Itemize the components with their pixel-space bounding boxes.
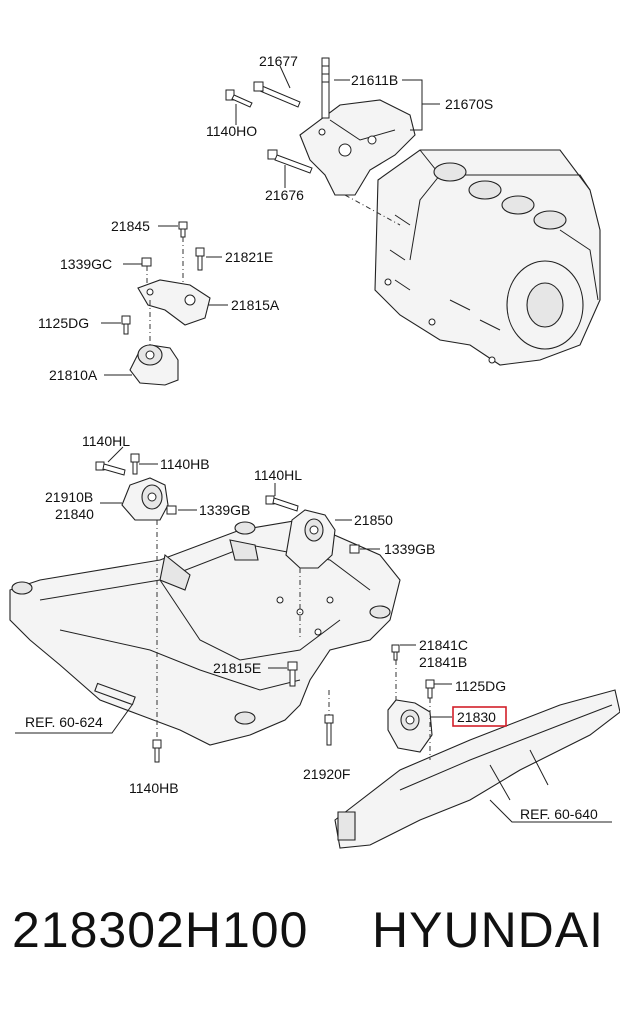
stud-21611B xyxy=(321,57,330,119)
label-21677: 21677 xyxy=(259,53,298,69)
label-21920F: 21920F xyxy=(303,766,350,782)
label-1140HL-left: 1140HL xyxy=(82,433,130,449)
label-1125DG-top: 1125DG xyxy=(38,315,89,331)
engine-block-illustration xyxy=(374,149,601,366)
bolt-21677 xyxy=(253,81,301,108)
bolt-1140HB-top xyxy=(130,453,140,475)
mount-21850 xyxy=(285,509,336,569)
bolt-1140HL-mid xyxy=(265,495,299,512)
highlight-box-21830 xyxy=(452,706,507,727)
label-1140HB-bottom: 1140HB xyxy=(129,780,179,796)
label-21810A: 21810A xyxy=(49,367,98,383)
label-21821E: 21821E xyxy=(225,249,273,265)
label-21841B: 21841B xyxy=(419,654,467,670)
bolt-1140HO xyxy=(225,89,253,108)
ref-60-640: REF. 60-640 xyxy=(520,806,598,822)
nut-1339GC xyxy=(141,257,152,267)
bolt-21676 xyxy=(267,149,313,174)
mount-21810A xyxy=(129,344,179,386)
label-1140HO: 1140HO xyxy=(206,123,257,139)
mount-21840 xyxy=(121,477,169,521)
bolt-1125DG-bottom xyxy=(425,679,435,699)
label-21815E: 21815E xyxy=(213,660,261,676)
label-21611B: 21611B xyxy=(351,72,398,88)
engine-mount-bracket-21670S xyxy=(299,99,416,196)
label-21841C: 21841C xyxy=(419,637,468,653)
bolt-1125DG-top xyxy=(121,315,131,335)
brand-caption: HYUNDAI xyxy=(372,902,605,958)
side-member-rail xyxy=(334,689,620,849)
label-1140HL-mid: 1140HL xyxy=(254,467,302,483)
label-21850: 21850 xyxy=(354,512,393,528)
bolt-21841C xyxy=(391,644,400,661)
label-1339GB-mid: 1339GB xyxy=(384,541,435,557)
label-21840: 21840 xyxy=(55,506,94,522)
ref-60-624: REF. 60-624 xyxy=(25,714,103,730)
subframe-crossmember xyxy=(9,519,401,746)
label-1140HB-top: 1140HB xyxy=(160,456,210,472)
bolt-21920F xyxy=(324,714,334,746)
bolt-21815E xyxy=(287,661,298,687)
label-21670S: 21670S xyxy=(445,96,493,112)
label-21910B: 21910B xyxy=(45,489,93,505)
label-21845: 21845 xyxy=(111,218,150,234)
bolt-1140HB-bottom xyxy=(152,739,162,763)
label-1339GB-left: 1339GB xyxy=(199,502,250,518)
nut-1339GB-mid xyxy=(349,544,360,554)
mount-bracket-21815A xyxy=(137,279,211,326)
part-number-caption: 218302H100 xyxy=(12,902,309,958)
label-1339GC: 1339GC xyxy=(60,256,112,272)
label-1125DG-bottom: 1125DG xyxy=(455,678,506,694)
mount-21830 xyxy=(387,699,433,753)
bolt-1140HL-left xyxy=(95,461,126,476)
label-21676: 21676 xyxy=(265,187,304,203)
nut-1339GB-left xyxy=(166,505,177,515)
label-21830: 21830 xyxy=(457,709,496,725)
label-21815A: 21815A xyxy=(231,297,280,313)
bolt-21821E xyxy=(195,247,205,271)
bolt-21845 xyxy=(178,221,188,238)
